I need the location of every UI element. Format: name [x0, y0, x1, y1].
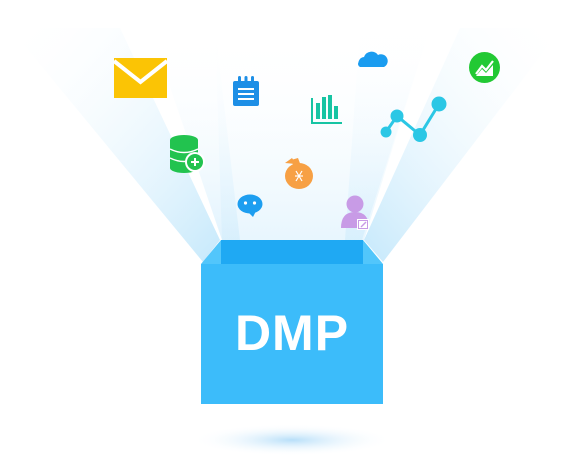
box-left-flap [201, 240, 221, 264]
bar-chart-icon [311, 95, 342, 124]
user-edit-icon [341, 195, 369, 230]
cloud-icon [358, 51, 388, 67]
beam-left [10, 28, 220, 262]
box-lid [221, 240, 363, 264]
money-bag-icon [285, 158, 313, 189]
box-shadow [192, 424, 392, 456]
chat-bubble-icon [237, 194, 263, 217]
line-graph-icon [380, 96, 447, 142]
mail-icon [112, 58, 169, 98]
light-beams [10, 28, 562, 262]
notepad-icon [233, 76, 259, 106]
box-right-flap [363, 240, 383, 264]
beam-right [364, 28, 562, 262]
trend-circle-icon [469, 52, 500, 83]
database-add-icon [169, 135, 205, 173]
box-label: DMP [234, 305, 350, 361]
box-front [201, 264, 383, 404]
dmp-box [201, 240, 383, 404]
